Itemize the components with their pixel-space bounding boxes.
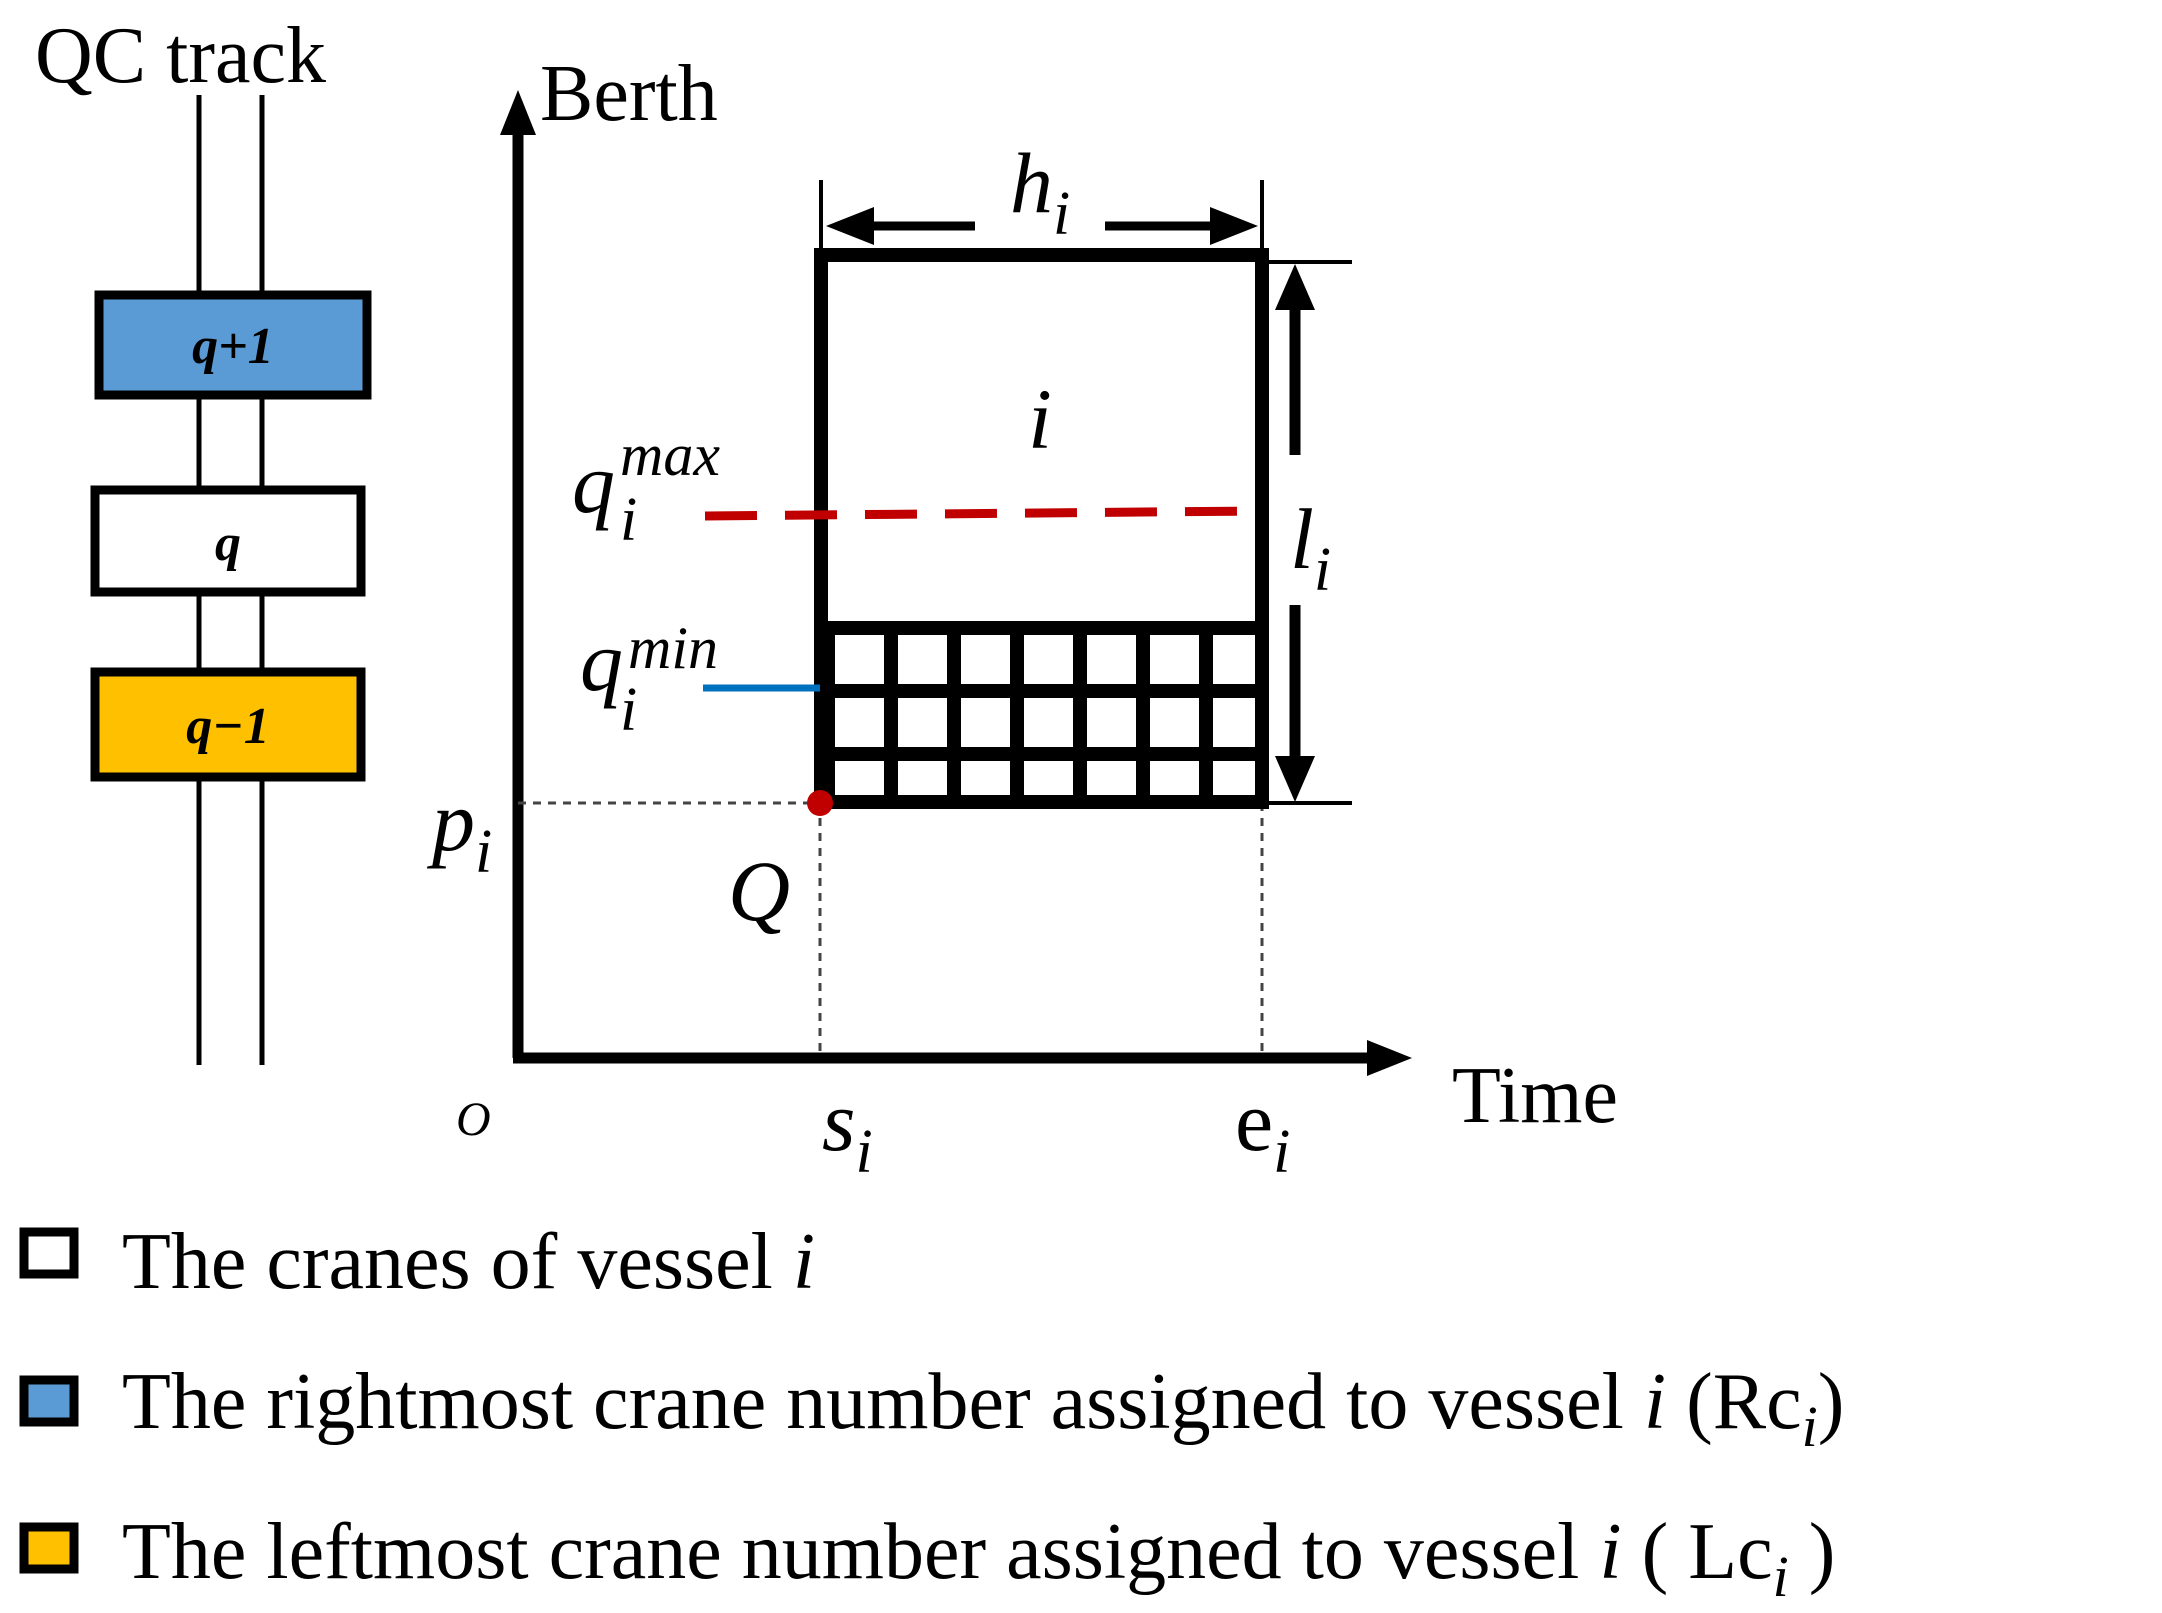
qmin-label-sub: i	[620, 676, 637, 744]
crane-q-minus-1-box	[90, 667, 366, 782]
legend-item: The cranes of vessel i	[19, 1218, 815, 1306]
crane-q-minus-1-label: q−1	[186, 698, 270, 755]
legend-text: The cranes of vessel i	[122, 1218, 815, 1306]
vessel-label: i	[1028, 371, 1052, 467]
crane-q-plus-1-box	[94, 290, 372, 400]
crane-q-minus-1: q−1	[90, 667, 366, 782]
s-label: si	[822, 1073, 873, 1186]
legend-item: The leftmost crane number assigned to ve…	[19, 1508, 1835, 1609]
h-arrow-left-head	[826, 207, 874, 245]
qc-track-title: QC track	[35, 12, 326, 100]
qmax-label: q	[572, 435, 615, 531]
legend-swatch	[19, 1227, 79, 1279]
x-axis-label: Time	[1452, 1052, 1618, 1140]
legend-swatch	[19, 1522, 79, 1574]
vessel-box	[814, 248, 1269, 809]
crane-q-plus-1: q+1	[94, 290, 372, 400]
qmax-label-sub: i	[620, 486, 637, 554]
legend-swatch	[19, 1375, 79, 1427]
crane-q-plus-1-label: q+1	[192, 318, 274, 375]
qmax-line	[704, 506, 1259, 521]
p-label: pi	[426, 773, 492, 886]
legend-item: The rightmost crane number assigned to v…	[19, 1358, 1844, 1459]
h-arrow-right-head	[1210, 207, 1258, 245]
origin-label: O	[456, 1093, 491, 1146]
l-arrow-top-head	[1275, 264, 1315, 310]
crane-q: q	[90, 485, 366, 597]
legend-text: The rightmost crane number assigned to v…	[122, 1358, 1844, 1459]
legend-text: The leftmost crane number assigned to ve…	[122, 1508, 1835, 1609]
y-axis-label: Berth	[540, 50, 718, 138]
e-label: ei	[1235, 1073, 1290, 1186]
qmin-label: q	[580, 613, 623, 709]
corner-point	[807, 790, 833, 816]
vessel-crane-grid	[821, 628, 1262, 802]
crane-q-box	[90, 485, 366, 597]
qmin-label-sup: min	[628, 615, 718, 681]
qmax-label-sup: max	[620, 422, 720, 488]
y-axis-arrowhead	[500, 90, 536, 135]
l-label: li	[1290, 491, 1331, 604]
crane-q-label: q	[215, 515, 241, 572]
h-label: hi	[1010, 135, 1070, 248]
corner-label: Q	[728, 843, 790, 939]
l-arrow-bottom-head	[1275, 756, 1315, 802]
x-axis-arrowhead	[1367, 1040, 1412, 1076]
